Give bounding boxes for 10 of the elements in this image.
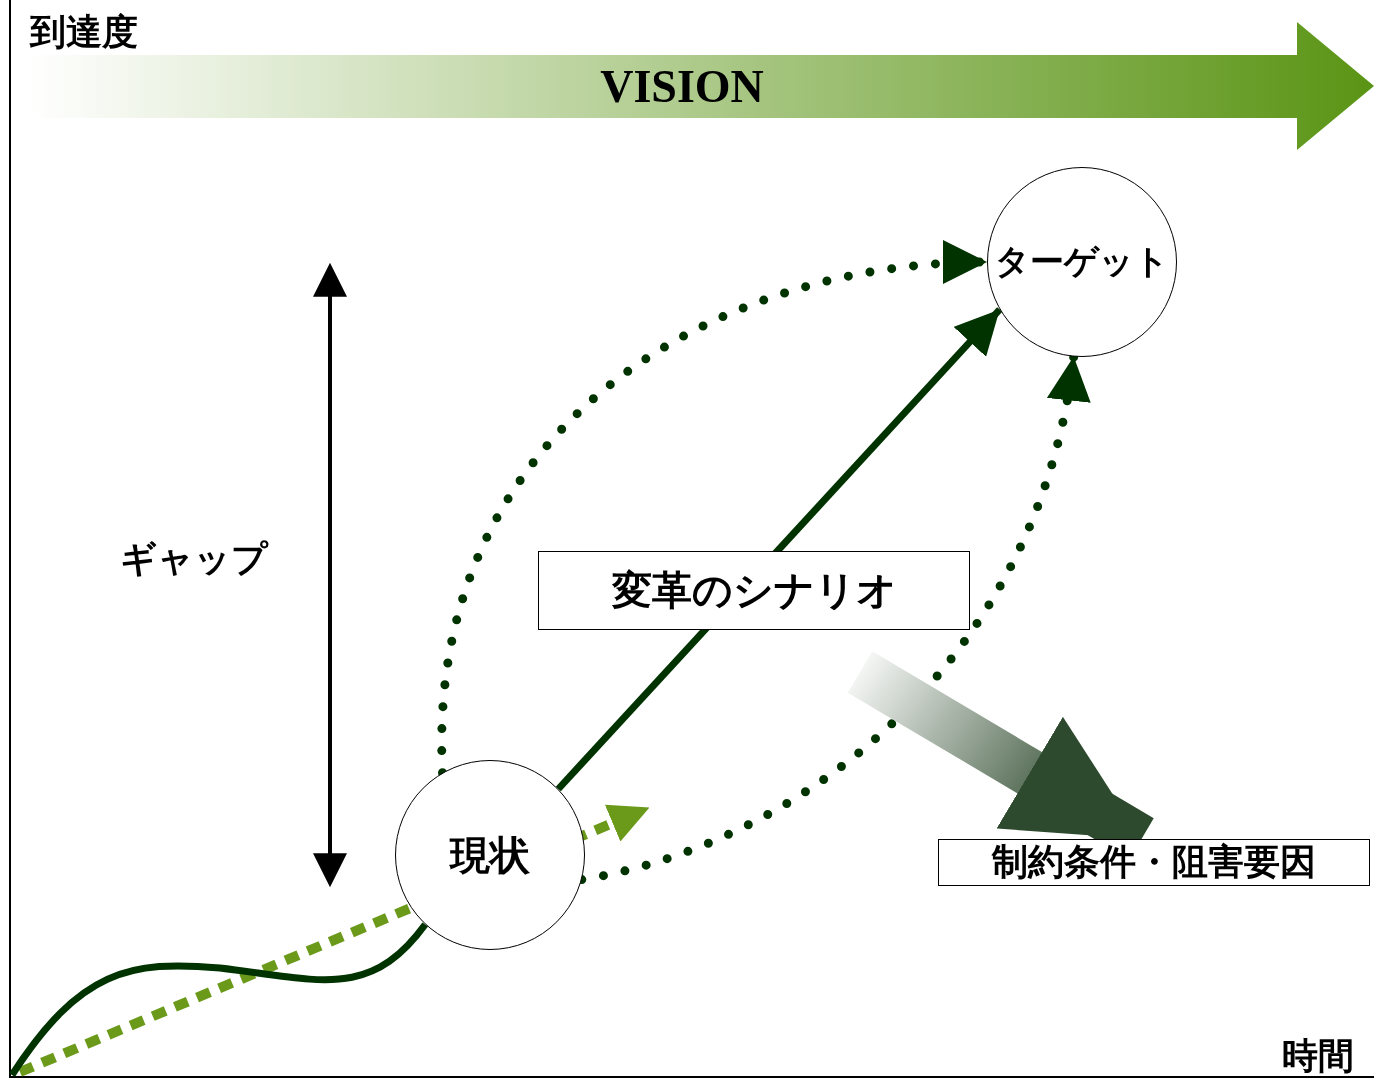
axis-label: 時間 xyxy=(1282,1034,1354,1078)
label-box xyxy=(938,839,1370,886)
axis-label: ギャップ xyxy=(120,537,268,581)
edge-label: 変革のシナリオ xyxy=(538,550,971,630)
curve-line xyxy=(9,922,428,1077)
node-label: VISION xyxy=(600,59,764,113)
axis-label: 到達度 xyxy=(30,10,138,54)
node-label: 制約条件・阻害要因 xyxy=(992,840,1316,884)
node-label: 現状 xyxy=(450,830,530,880)
node-label: ターゲット xyxy=(995,240,1169,283)
